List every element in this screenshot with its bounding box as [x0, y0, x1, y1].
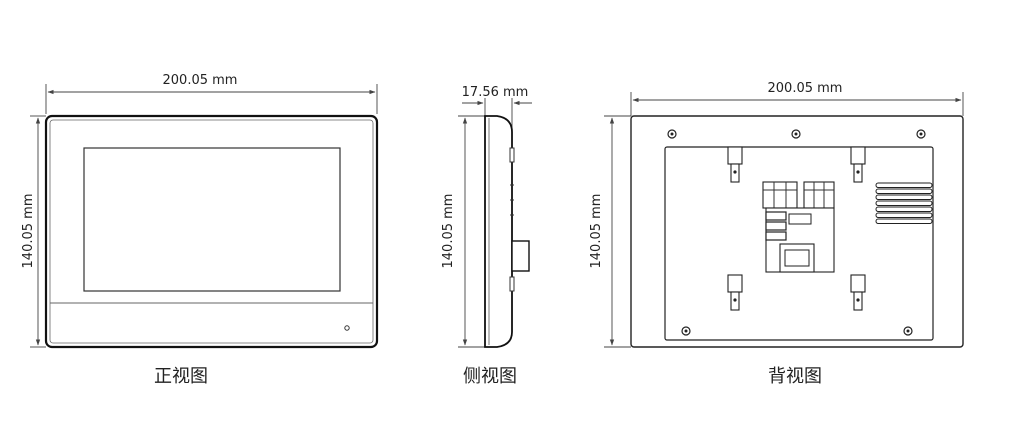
mounting-hook: [850, 146, 866, 183]
back-height-dimension: 140.05 mm: [589, 115, 631, 348]
screw-icon: [791, 129, 801, 139]
front-view: 200.05 mm 140.05 mm 正视图: [21, 73, 379, 387]
front-indicator-light: [344, 325, 350, 331]
circuit-board: [765, 207, 835, 273]
screw-icon: [667, 129, 677, 139]
side-view: 17.56 mm 140.05 mm 侧视图: [441, 85, 532, 387]
side-profile-body: [484, 115, 513, 348]
screw-icon: [681, 326, 691, 336]
front-view-caption: 正视图: [154, 366, 208, 387]
speaker-grille: [875, 182, 933, 224]
mounting-hook: [727, 274, 743, 311]
side-bottom-tab: [509, 276, 515, 292]
side-depth-label: 17.56 mm: [462, 85, 529, 100]
back-view: 200.05 mm 140.05 mm: [589, 81, 964, 387]
back-width-dimension: 200.05 mm: [630, 81, 964, 116]
front-panel-bezel: [49, 119, 374, 344]
side-top-tab: [509, 147, 515, 163]
front-width-dimension: 200.05 mm: [45, 73, 378, 114]
side-view-caption: 侧视图: [463, 366, 517, 387]
side-depth-dimension: 17.56 mm: [462, 85, 532, 150]
front-width-label: 200.05 mm: [163, 73, 238, 88]
back-screws: [667, 129, 926, 336]
terminal-connectors: [762, 181, 835, 209]
back-width-label: 200.05 mm: [768, 81, 843, 96]
front-height-label: 140.05 mm: [21, 194, 36, 269]
back-view-caption: 背视图: [768, 366, 822, 387]
side-height-label: 140.05 mm: [441, 194, 456, 269]
front-height-dimension: 140.05 mm: [21, 115, 46, 348]
side-connector-block: [511, 240, 530, 272]
back-height-label: 140.05 mm: [589, 194, 604, 269]
mounting-hook: [850, 274, 866, 311]
screw-icon: [916, 129, 926, 139]
side-height-dimension: 140.05 mm: [441, 115, 485, 348]
front-screen: [83, 147, 341, 292]
mounting-hook: [727, 146, 743, 183]
screw-icon: [903, 326, 913, 336]
